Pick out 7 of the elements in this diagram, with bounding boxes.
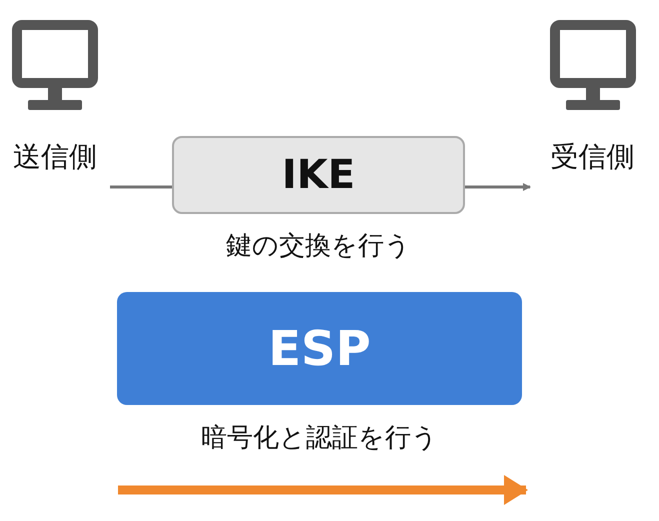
station-label: 送信側 [12,139,98,175]
arrow [465,183,531,191]
caption-text: 鍵の交換を行う [225,230,412,263]
protocol-box: IKE [172,136,465,214]
caption-text: 暗号化と認証を行う [200,422,439,455]
station-label: 受信側 [550,139,636,175]
protocol-box: ESP [117,292,522,405]
